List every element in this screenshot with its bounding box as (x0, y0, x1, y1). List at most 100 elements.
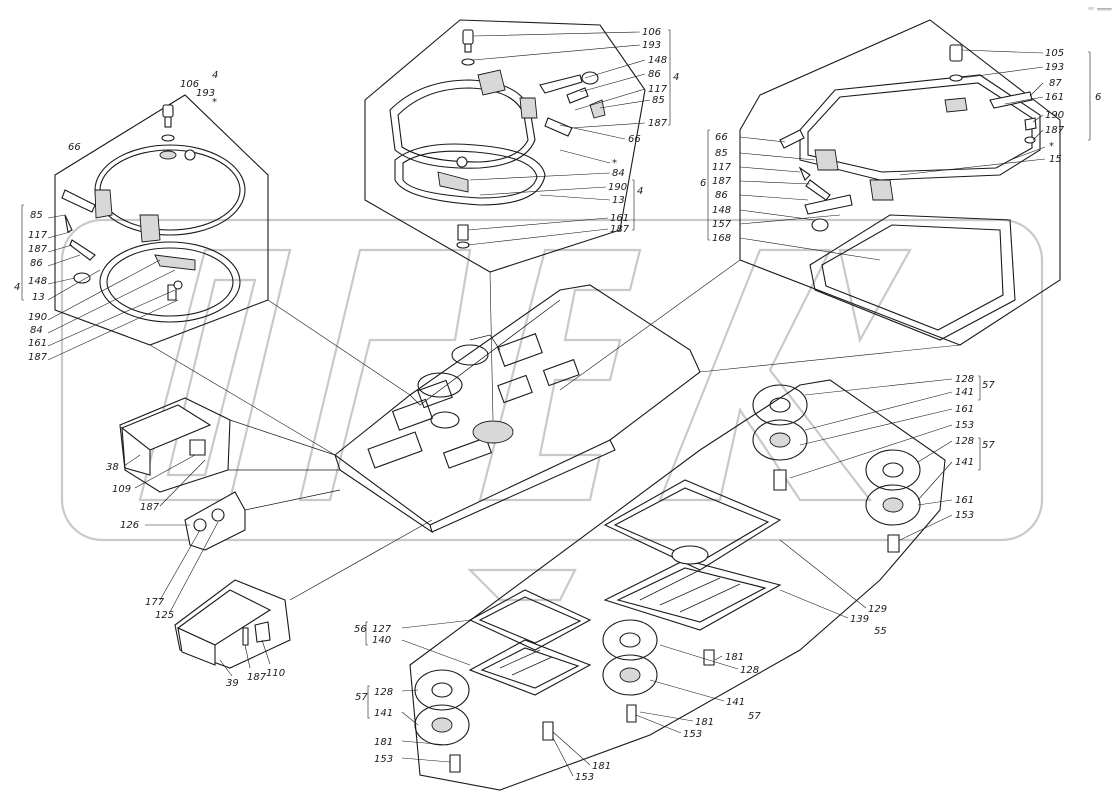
label-57-b: 57 (982, 440, 995, 451)
label-66: 66 (68, 142, 81, 153)
label-141-b: 141 (955, 457, 974, 468)
label-56: 56 (354, 624, 367, 635)
label-193-r: 193 (1045, 62, 1064, 73)
label-190-c: 190 (608, 182, 627, 193)
label-126: 126 (120, 520, 139, 531)
label-55: 55 (874, 626, 887, 637)
label-66-r: 66 (715, 132, 728, 143)
label-asterisk-c: * (612, 158, 617, 169)
label-15-r: 15 (1049, 154, 1062, 165)
label-187b: 187 (28, 352, 48, 363)
label-asterisk-r: * (1049, 141, 1054, 152)
label-187-r: 187 (1045, 125, 1065, 136)
label-187-l1: 187 (140, 502, 160, 513)
left-parts (119, 397, 433, 669)
label-57-a: 57 (982, 380, 995, 391)
label-106-c: 106 (642, 27, 661, 38)
label-141-c: 141 (374, 708, 393, 719)
label-117-c: 117 (648, 84, 668, 95)
label-153-c: 153 (374, 754, 393, 765)
label-86-c: 86 (648, 69, 661, 80)
detail-hexagon-top-left (54, 94, 411, 456)
label-4: 4 (212, 70, 218, 81)
label-181-f: 181 (592, 761, 611, 772)
label-85: 85 (30, 210, 43, 221)
label-148: 148 (28, 276, 47, 287)
main-panel (334, 284, 701, 534)
label-bracket-6-right: 6 (1095, 92, 1101, 103)
label-117: 117 (28, 230, 48, 241)
label-161-r: 161 (1045, 92, 1064, 103)
label-187: 187 (28, 244, 48, 255)
label-161-a: 161 (955, 404, 974, 415)
label-168-r: 168 (712, 233, 731, 244)
label-141-d: 141 (726, 697, 745, 708)
label-128-a: 128 (955, 374, 974, 385)
label-181-c: 181 (374, 737, 393, 748)
label-87-r: 87 (1049, 78, 1062, 89)
label-190: 190 (28, 312, 47, 323)
label-141-a: 141 (955, 387, 974, 398)
label-13-c: 13 (612, 195, 625, 206)
label-106: 106 (180, 79, 199, 90)
label-177: 177 (145, 597, 165, 608)
label-187-l2: 187 (247, 672, 267, 683)
label-148-c: 148 (648, 55, 667, 66)
corner-mark: ᵃᵖ ═══ (1088, 5, 1112, 14)
label-109: 109 (112, 484, 131, 495)
label-161-c: 161 (610, 213, 629, 224)
label-57-c: 57 (355, 692, 368, 703)
label-187-c: 187 (648, 118, 668, 129)
label-127: 127 (372, 624, 392, 635)
label-105-r: 105 (1045, 48, 1064, 59)
label-84: 84 (30, 325, 43, 336)
watermark-logo (60, 218, 1044, 602)
label-84-c: 84 (612, 168, 625, 179)
label-193: 193 (196, 88, 215, 99)
label-85-r: 85 (715, 148, 728, 159)
label-161-b: 161 (955, 495, 974, 506)
label-148-r: 148 (712, 205, 731, 216)
label-66-c: 66 (628, 134, 641, 145)
labels-left-parts: 38 109 187 126 177 125 39 187 110 (106, 454, 285, 689)
labels-top-center: 106 193 148 86 117 85 187 66 * 84 4 190 … (467, 27, 679, 246)
label-139: 139 (850, 614, 869, 625)
label-181-d: 181 (725, 652, 744, 663)
label-153-a: 153 (955, 420, 974, 431)
label-181-e: 181 (695, 717, 714, 728)
label-125: 125 (155, 610, 174, 621)
label-57-d: 57 (748, 711, 761, 722)
label-117-r: 117 (712, 162, 732, 173)
label-39: 39 (226, 678, 239, 689)
label-153-b: 153 (955, 510, 974, 521)
labels-top-left: 106 193 4 * 66 85 117 187 86 148 13 4 19… (14, 70, 218, 363)
label-193-c: 193 (642, 40, 661, 51)
lower-covers (414, 384, 921, 773)
label-asterisk: * (212, 97, 217, 108)
label-bracket-4-c: 4 (673, 72, 679, 83)
label-86-r: 86 (715, 190, 728, 201)
label-13: 13 (32, 292, 45, 303)
label-153-e: 153 (683, 729, 702, 740)
label-161: 161 (28, 338, 47, 349)
label-4b: 4 (14, 282, 20, 293)
label-140: 140 (372, 635, 391, 646)
label-190-r: 190 (1045, 110, 1064, 121)
lower-base-outline (409, 379, 946, 791)
label-187b-c: 187 (610, 224, 630, 235)
label-85-c: 85 (652, 95, 665, 106)
label-157-r: 157 (712, 219, 732, 230)
labels-top-right: 105 193 87 161 190 187 * 15 66 85 117 18… (700, 48, 1101, 261)
label-86: 86 (30, 258, 43, 269)
label-128-d: 128 (740, 665, 759, 676)
label-bracket-6-left: 6 (700, 178, 706, 189)
label-153-f: 153 (575, 772, 594, 783)
label-187b-r: 187 (712, 176, 732, 187)
label-128-c: 128 (374, 687, 393, 698)
labels-lower-parts: 128 141 57 161 153 128 141 57 161 153 12… (354, 374, 995, 783)
label-128-b: 128 (955, 436, 974, 447)
label-110: 110 (266, 668, 285, 679)
label-4-c: 4 (637, 186, 643, 197)
label-129: 129 (868, 604, 887, 615)
